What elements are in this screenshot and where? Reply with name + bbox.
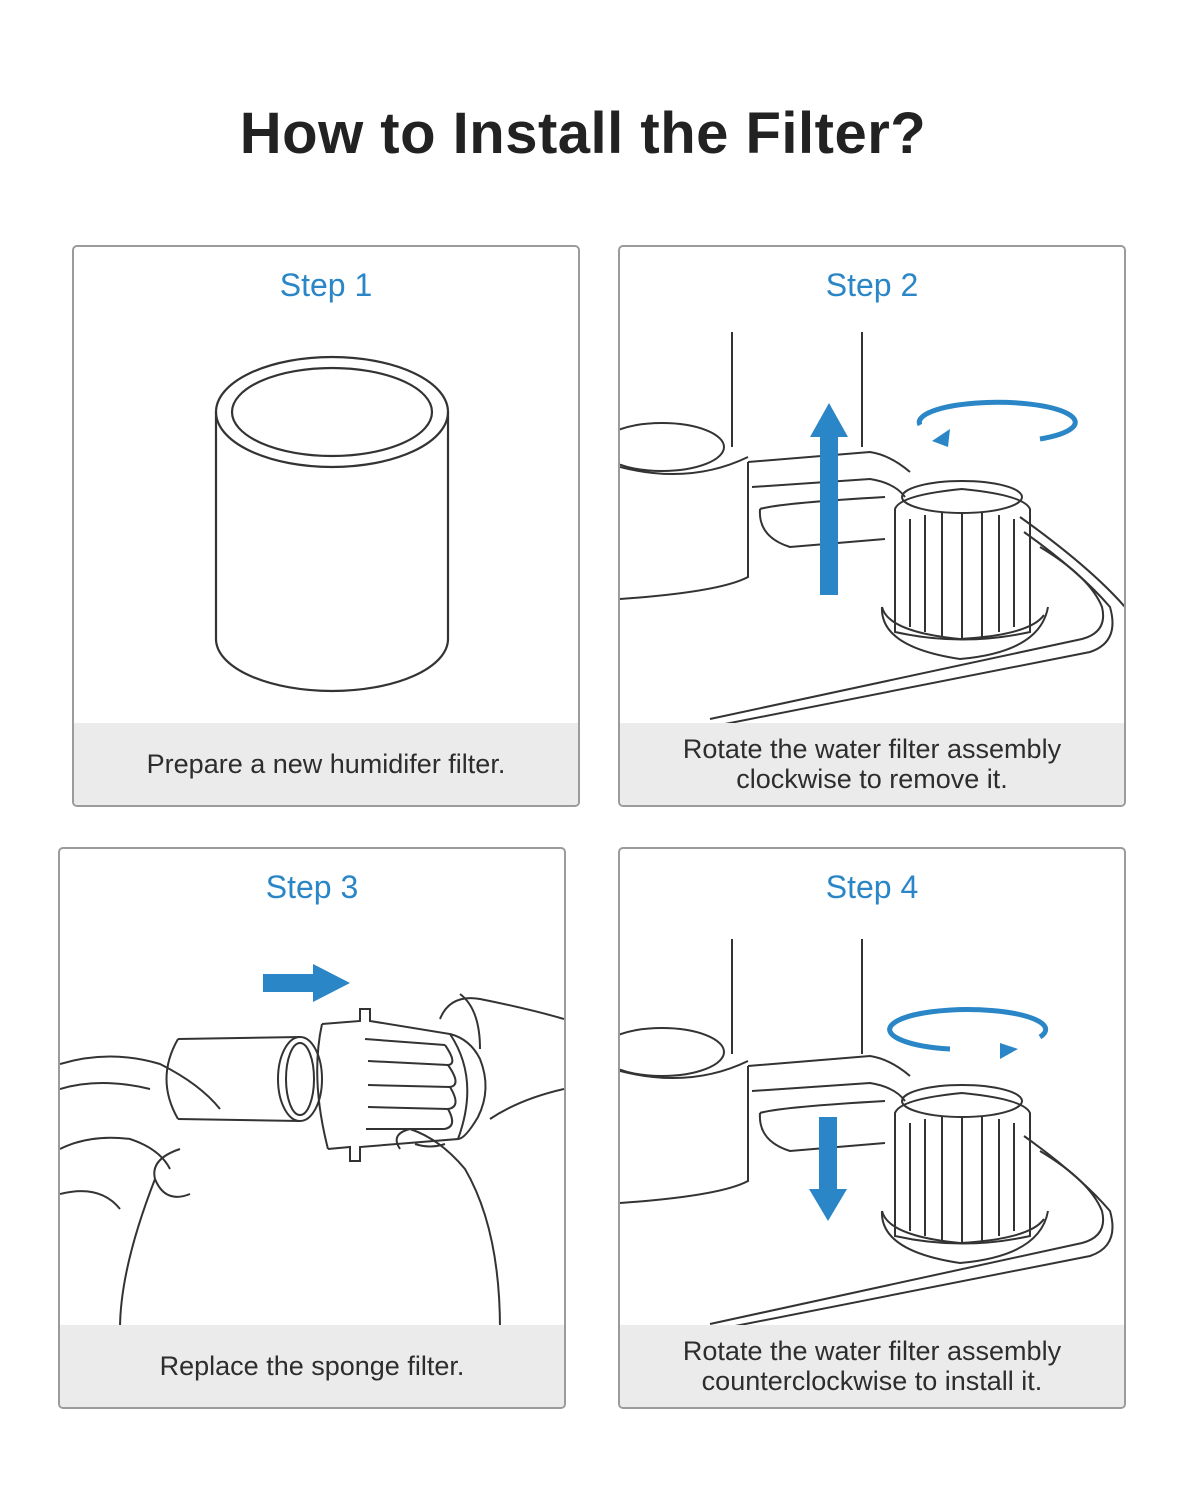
step-4-label: Step 4 <box>825 869 919 905</box>
page-title: How to Install the Filter? <box>239 101 927 166</box>
step-3-card: Step 3 <box>58 847 566 1409</box>
step-3-caption: Replace the sponge filter. <box>60 1325 564 1407</box>
step-1-card: Step 1 Prepare a new humidifer filter. <box>72 245 580 807</box>
step-2-label: Step 2 <box>825 267 919 303</box>
filter-install-icon <box>620 939 1114 1329</box>
step-3-label: Step 3 <box>265 869 359 905</box>
step-2-card: Step 2 Rotate the water f <box>618 245 1126 807</box>
step-4-caption: Rotate the water filter assembly counter… <box>620 1325 1124 1407</box>
filter-removal-icon <box>620 332 1124 726</box>
cylinder-filter-icon <box>214 355 450 693</box>
step-2-caption: Rotate the water filter assembly clockwi… <box>620 723 1124 805</box>
step-1-caption: Prepare a new humidifer filter. <box>74 723 578 805</box>
step-1-label: Step 1 <box>279 267 373 303</box>
hands-replacing-filter-icon <box>60 964 564 1329</box>
step-4-card: Step 4 Rotate the water filter a <box>618 847 1126 1409</box>
